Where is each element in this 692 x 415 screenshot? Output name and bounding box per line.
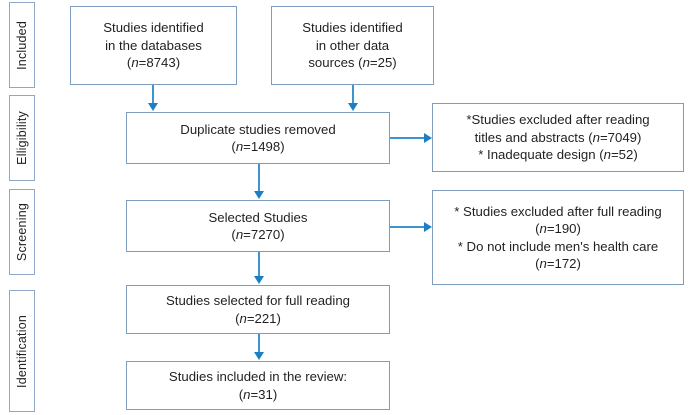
node-line: Studies included in the review: [168, 369, 348, 385]
node-line: titles and abstracts (n=7049) [474, 129, 642, 145]
node-count: (n=7270) [231, 227, 285, 242]
node-line: *Studies excluded after reading [466, 112, 650, 128]
node-count: (n=8743) [126, 55, 181, 71]
connector-full-reading-to-included [258, 334, 260, 356]
arrow-down-icon [148, 103, 158, 111]
node-line: Duplicate studies removed [180, 121, 336, 137]
phase-label-included: Included [15, 20, 29, 70]
arrow-down-icon [254, 276, 264, 284]
connector-selected-to-excluded2 [390, 226, 428, 228]
phase-label-screening: Screening [15, 202, 29, 262]
phase-label-elligibility: Elligibility [15, 111, 29, 165]
connector-databases-to-duplicates [152, 85, 154, 107]
node-studies-identified-databases: Studies identified in the databases (n=8… [70, 6, 237, 85]
node-line: in the databases [105, 37, 202, 53]
phase-box-identification: Identification [9, 290, 35, 412]
connector-other-sources-to-duplicates [352, 85, 354, 107]
arrow-down-icon [254, 191, 264, 199]
node-line: Selected Studies [208, 209, 308, 225]
node-count: sources (n=25) [308, 55, 397, 71]
node-count: (n=31) [238, 386, 278, 402]
connector-duplicates-to-selected [258, 164, 260, 194]
node-line: * Inadequate design (n=52) [478, 147, 638, 163]
node-count: (n=1498) [231, 139, 285, 154]
node-studies-included-in-review: Studies included in the review: (n=31) [126, 361, 390, 410]
node-line: * Do not include men's health care [457, 238, 659, 254]
node-line: (n=190) [535, 221, 581, 237]
phase-box-screening: Screening [9, 189, 35, 275]
node-studies-selected-full-reading: Studies selected for full reading (n=221… [126, 285, 390, 334]
arrow-right-icon [424, 222, 432, 232]
phase-box-elligibility: Elligibility [9, 95, 35, 181]
node-duplicate-studies-removed: Duplicate studies removed (n=1498) [126, 112, 390, 164]
connector-selected-to-full-reading [258, 252, 260, 279]
node-line: * Studies excluded after full reading [454, 203, 662, 219]
node-count: (n=221) [235, 310, 281, 326]
node-line: (n=172) [535, 255, 581, 271]
node-excluded-full-reading: * Studies excluded after full reading (n… [432, 190, 684, 285]
node-excluded-titles-abstracts: *Studies excluded after reading titles a… [432, 103, 684, 172]
connector-duplicates-to-excluded1 [390, 137, 428, 139]
node-line: in other data [315, 37, 390, 53]
node-studies-identified-other-sources: Studies identified in other data sources… [271, 6, 434, 85]
arrow-right-icon [424, 133, 432, 143]
phase-box-included: Included [9, 2, 35, 88]
phase-label-identification: Identification [15, 314, 29, 388]
node-line: Studies selected for full reading [165, 293, 350, 309]
arrow-down-icon [254, 352, 264, 360]
node-line: Studies identified [103, 20, 204, 36]
node-selected-studies: Selected Studies (n=7270) [126, 200, 390, 252]
arrow-down-icon [348, 103, 358, 111]
node-line: Studies identified [302, 20, 403, 36]
